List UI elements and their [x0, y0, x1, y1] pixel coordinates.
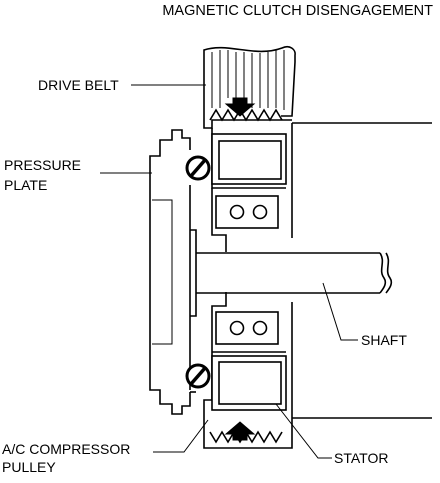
pressure-plate: [149, 129, 197, 415]
leader-lines: [100, 84, 358, 459]
label-pulley-1: A/C COMPRESSOR: [2, 441, 130, 457]
bearing-upper: [215, 195, 279, 229]
label-stator: STATOR: [334, 450, 388, 466]
label-shaft: SHAFT: [361, 332, 407, 348]
shaft: [195, 252, 393, 294]
pulley-body: [203, 118, 432, 424]
label-pressure-plate-1: PRESSURE: [4, 157, 81, 173]
label-drive-belt: DRIVE BELT: [38, 77, 119, 93]
drive-belt-bottom: [203, 418, 293, 449]
stator-lower: [211, 355, 287, 411]
stator-upper: [211, 133, 287, 185]
air-gap-symbol-upper: [185, 155, 211, 181]
label-pressure-plate-2: PLATE: [4, 177, 47, 193]
drive-belt-top: [203, 45, 296, 122]
diagram-title: MAGNETIC CLUTCH DISENGAGEMENT: [162, 3, 433, 19]
bearing-lower: [215, 311, 279, 345]
air-gap-symbol-lower: [185, 363, 211, 389]
label-pulley-2: PULLEY: [2, 459, 56, 475]
